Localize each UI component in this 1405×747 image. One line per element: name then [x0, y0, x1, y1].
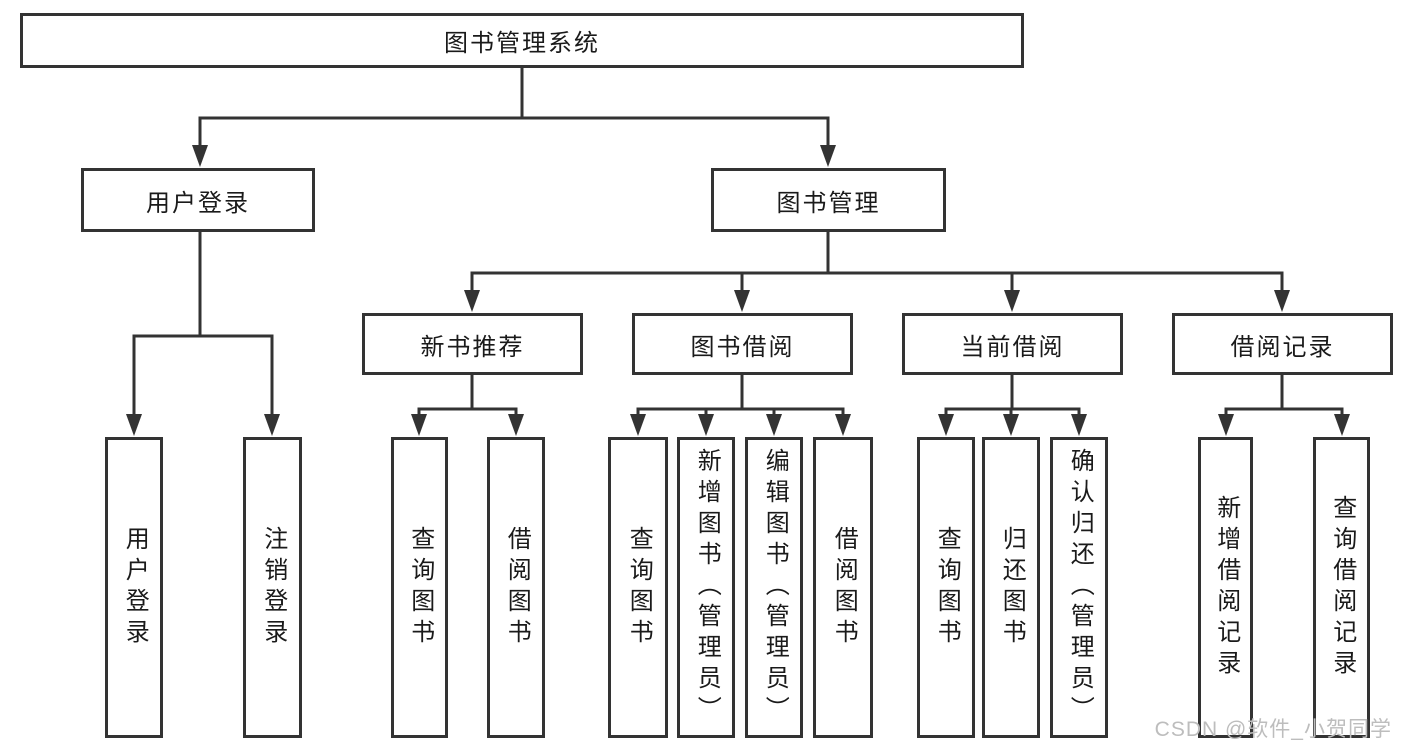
leaf-borrow-books-borrow: 借阅图书: [813, 437, 873, 738]
leaf-user-login-label: 用户登录: [121, 525, 149, 650]
arrow-icon: [1334, 414, 1350, 436]
arrow-icon: [766, 414, 782, 436]
arrow-icon: [508, 414, 524, 436]
leaf-return-book-label: 归还图书: [998, 525, 1026, 650]
arrow-icon: [1071, 414, 1087, 436]
arrow-icon: [820, 145, 836, 167]
arrow-icon: [938, 414, 954, 436]
node-book-management-label: 图书管理: [776, 189, 881, 217]
leaf-search-books-current-label: 查询图书: [933, 525, 961, 650]
leaf-borrow-books-recommend: 借阅图书: [487, 437, 545, 738]
leaf-add-book-admin-label: 新增图书（管理员）: [693, 448, 721, 727]
leaf-logout-login: 注销登录: [243, 437, 302, 738]
leaf-add-borrow-record-label: 新增借阅记录: [1212, 494, 1240, 681]
node-borrowing-records-label: 借阅记录: [1230, 333, 1335, 361]
arrow-icon: [411, 414, 427, 436]
leaf-return-book: 归还图书: [982, 437, 1040, 738]
arrowheads: [126, 145, 1350, 436]
node-new-book-recommendation-label: 新书推荐: [420, 333, 525, 361]
node-current-borrowing-label: 当前借阅: [960, 333, 1065, 361]
leaf-borrow-books-recommend-label: 借阅图书: [503, 525, 531, 650]
arrow-icon: [630, 414, 646, 436]
leaf-search-books-recommend-label: 查询图书: [406, 525, 434, 650]
arrow-icon: [835, 414, 851, 436]
leaf-search-books-borrow-label: 查询图书: [625, 525, 653, 650]
node-book-management: 图书管理: [711, 168, 946, 232]
leaf-add-book-admin: 新增图书（管理员）: [677, 437, 735, 738]
node-borrowing-records: 借阅记录: [1172, 313, 1393, 375]
arrow-icon: [126, 414, 142, 436]
leaf-add-borrow-record: 新增借阅记录: [1198, 437, 1253, 738]
leaf-search-borrow-record: 查询借阅记录: [1313, 437, 1370, 738]
arrow-icon: [1274, 290, 1290, 312]
leaf-logout-login-label: 注销登录: [259, 525, 287, 650]
leaf-search-books-borrow: 查询图书: [608, 437, 668, 738]
node-root: 图书管理系统: [20, 13, 1024, 68]
arrow-icon: [698, 414, 714, 436]
leaf-confirm-return-admin: 确认归还（管理员）: [1050, 437, 1108, 738]
leaf-user-login: 用户登录: [105, 437, 163, 738]
arrow-icon: [734, 290, 750, 312]
node-user-login: 用户登录: [81, 168, 315, 232]
node-book-borrowing: 图书借阅: [632, 313, 853, 375]
leaf-search-borrow-record-label: 查询借阅记录: [1328, 494, 1356, 681]
leaf-edit-book-admin-label: 编辑图书（管理员）: [761, 448, 789, 727]
csdn-watermark: CSDN @软件_小贺同学: [1154, 718, 1392, 741]
node-new-book-recommendation: 新书推荐: [362, 313, 583, 375]
leaf-confirm-return-admin-label: 确认归还（管理员）: [1066, 448, 1094, 727]
arrow-icon: [264, 414, 280, 436]
leaf-search-books-current: 查询图书: [917, 437, 975, 738]
arrow-icon: [1218, 414, 1234, 436]
connector-lines: [132, 68, 1344, 416]
node-user-login-label: 用户登录: [146, 189, 250, 217]
arrow-icon: [192, 145, 208, 167]
leaf-borrow-books-borrow-label: 借阅图书: [830, 525, 858, 650]
node-book-borrowing-label: 图书借阅: [690, 333, 795, 361]
leaf-search-books-recommend: 查询图书: [391, 437, 448, 738]
arrow-icon: [1004, 290, 1020, 312]
node-current-borrowing: 当前借阅: [902, 313, 1123, 375]
arrow-icon: [1003, 414, 1019, 436]
node-root-label: 图书管理系统: [444, 30, 600, 57]
leaf-edit-book-admin: 编辑图书（管理员）: [745, 437, 803, 738]
arrow-icon: [464, 290, 480, 312]
